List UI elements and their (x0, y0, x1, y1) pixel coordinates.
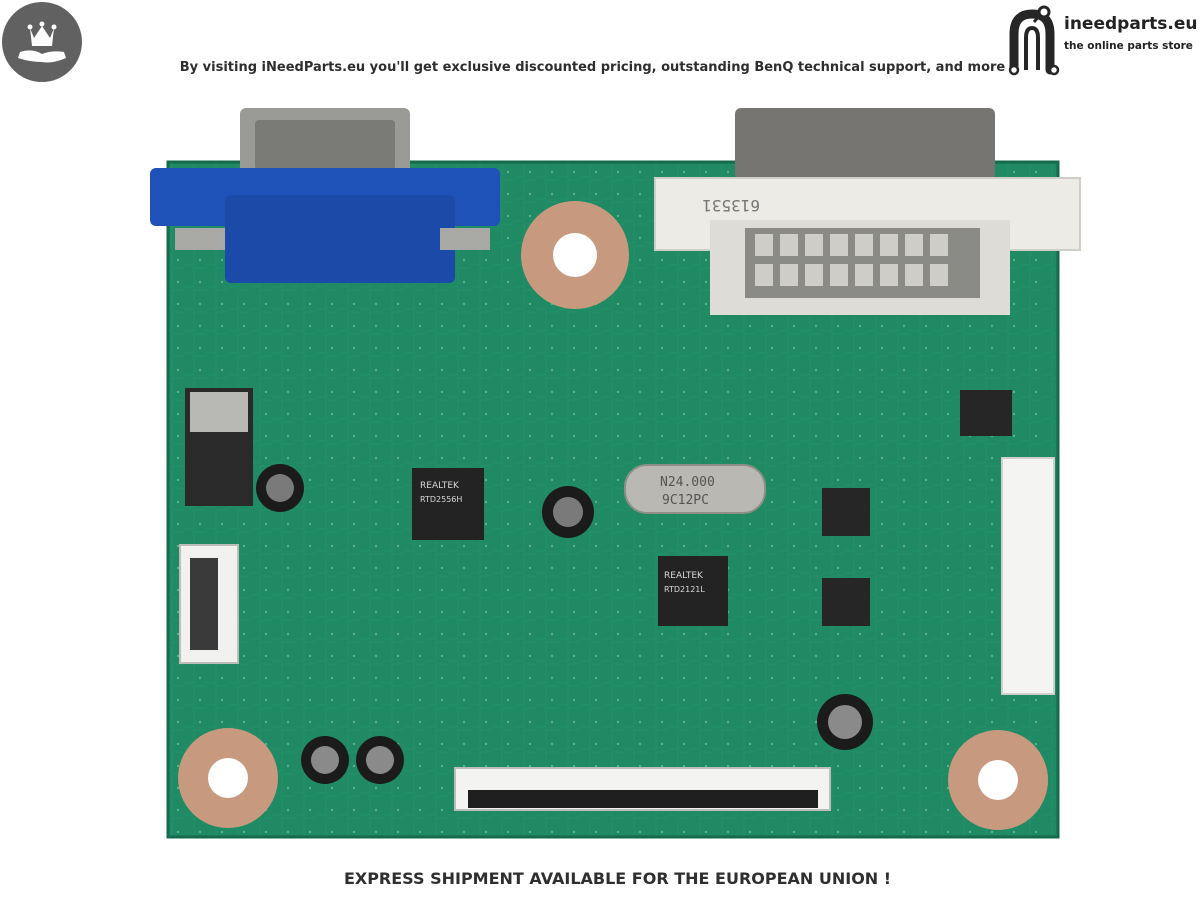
crystal-code: 9C12PC (662, 493, 709, 508)
side-ffc-connector (1001, 457, 1055, 695)
brand-name: ineedparts.eu (1064, 14, 1198, 34)
lvds-flat-connector (454, 767, 831, 811)
main-chip-model: RTD2121L (664, 585, 705, 594)
dvi-connector: 613531 (654, 108, 1081, 315)
mounting-hole-bottom-right (948, 730, 1048, 830)
promo-tagline: By visiting iNeedParts.eu you'll get exc… (179, 60, 1006, 75)
mounting-hole-bottom-left (178, 728, 278, 828)
ineedparts-n-logo-icon (1008, 5, 1060, 76)
shipping-banner: EXPRESS SHIPMENT AVAILABLE FOR THE EUROP… (343, 869, 892, 888)
vga-connector (150, 108, 500, 283)
brand-tagline: the online parts store (1064, 40, 1193, 52)
secondary-chip-model: RTD2556H (420, 495, 462, 504)
crown-badge[interactable] (2, 2, 82, 82)
crystal-oscillator: N24.000 9C12PC (624, 464, 766, 514)
brand-logo[interactable]: ineedparts.eu the online parts store (1000, 2, 1198, 76)
so8-chip (822, 390, 1012, 626)
capacitor (256, 464, 873, 784)
dvi-print-label: 613531 (702, 196, 760, 215)
left-ffc-connector (179, 544, 239, 664)
crown-hand-icon (18, 21, 66, 63)
realtek-chip-secondary: REALTEK RTD2556H (412, 468, 484, 540)
product-photo-pcb: 613531 REALTEK RTD2556H REALTEK RTD2121L… (150, 108, 1081, 839)
realtek-chip-main: REALTEK RTD2121L (658, 556, 728, 626)
main-chip-brand: REALTEK (664, 571, 704, 581)
mounting-hole-top (521, 201, 629, 309)
secondary-chip-brand: REALTEK (420, 481, 460, 491)
crystal-freq: N24.000 (660, 475, 715, 490)
voltage-regulator (185, 388, 253, 506)
